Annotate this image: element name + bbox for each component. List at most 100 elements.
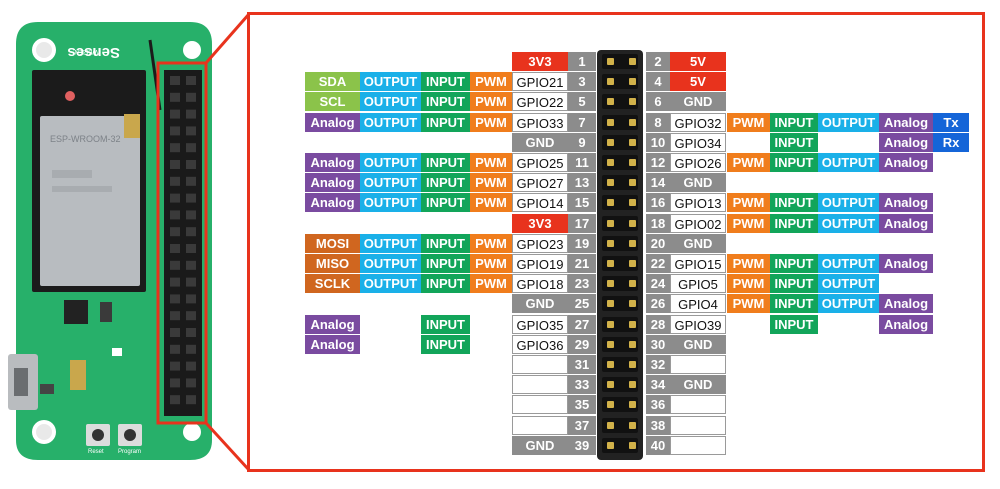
header-pin xyxy=(629,280,636,288)
pin-7-analog-tag: Analog xyxy=(305,112,360,132)
brand-logo: Senses xyxy=(67,44,120,61)
chip-ic xyxy=(64,300,88,324)
board-header-pin xyxy=(186,260,196,270)
header-pin xyxy=(607,421,614,429)
pin-number-6: 6 xyxy=(646,92,670,112)
board-header-pin xyxy=(170,126,180,136)
pin-11-input-tag: INPUT xyxy=(421,153,470,172)
header-pin xyxy=(629,441,636,449)
board-header-pin xyxy=(186,227,196,237)
pin-19-input-tag: INPUT xyxy=(421,233,470,253)
pin-12-pwm-tag: PWM xyxy=(727,153,770,172)
header-slot xyxy=(602,114,638,130)
pin-18-output-tag: OUTPUT xyxy=(818,213,879,233)
board-header-pin xyxy=(186,361,196,371)
pin-number-23: 23 xyxy=(568,274,596,294)
pin-16-input-tag: INPUT xyxy=(770,193,818,213)
header-pin xyxy=(629,300,636,308)
pin-label-6: GND xyxy=(670,92,726,112)
pin-number-39: 39 xyxy=(568,435,596,455)
program-label: Program xyxy=(118,449,141,455)
pin-number-9: 9 xyxy=(568,132,596,152)
header-slot xyxy=(602,54,638,69)
pin-5-scl-tag: SCL xyxy=(305,92,360,112)
header-slot xyxy=(602,296,638,312)
header-pin xyxy=(629,98,636,106)
pin-number-12: 12 xyxy=(646,153,670,172)
pin-label-40 xyxy=(670,435,726,455)
board-header-pin xyxy=(170,244,180,253)
board-header-pin xyxy=(186,311,196,321)
program-button-cap xyxy=(124,429,136,441)
board-header-pin xyxy=(186,92,196,102)
board-header-pin xyxy=(170,92,180,102)
header-pin xyxy=(629,199,636,207)
board-header-pin xyxy=(170,193,180,203)
pin-8-pwm-tag: PWM xyxy=(727,112,770,132)
header-pin xyxy=(607,361,614,368)
pin-label-38 xyxy=(670,415,726,435)
pin-number-31: 31 xyxy=(568,355,596,374)
pin-7-pwm-tag: PWM xyxy=(470,112,512,132)
header-slot xyxy=(602,276,638,292)
pin-24-pwm-tag: PWM xyxy=(727,274,770,294)
pin-19-mosi-tag: MOSI xyxy=(305,233,360,253)
pin-number-21: 21 xyxy=(568,254,596,273)
header-slot xyxy=(602,316,638,332)
pin-7-output-tag: OUTPUT xyxy=(360,112,421,132)
pin-number-18: 18 xyxy=(646,213,670,233)
pin-label-9: GND xyxy=(512,132,568,152)
pin-3-sda-tag: SDA xyxy=(305,72,360,92)
header-pin xyxy=(607,340,614,348)
pin-label-1: 3V3 xyxy=(512,52,568,71)
module-marking: ESP-WROOM-32 xyxy=(50,134,121,144)
pin-10-analog-tag: Analog xyxy=(879,132,933,152)
header-pin xyxy=(607,239,614,247)
pin-number-4: 4 xyxy=(646,72,670,92)
header-pin xyxy=(607,78,614,86)
pin-11-pwm-tag: PWM xyxy=(470,153,512,172)
usb-port-inner xyxy=(14,368,28,396)
pin-label-22: GPIO15 xyxy=(670,254,726,273)
header-pin xyxy=(629,138,636,146)
pin-3-input-tag: INPUT xyxy=(421,72,470,92)
header-slot xyxy=(602,175,638,191)
pin-24-output-tag: OUTPUT xyxy=(818,274,879,294)
pin-3-pwm-tag: PWM xyxy=(470,72,512,92)
brand-sub-logo: WEIZEN xyxy=(75,48,98,54)
pin-label-15: GPIO14 xyxy=(512,193,568,213)
pin-15-input-tag: INPUT xyxy=(421,193,470,213)
pin-number-7: 7 xyxy=(568,112,596,132)
pin-number-32: 32 xyxy=(646,355,670,374)
pin-label-24: GPIO5 xyxy=(670,274,726,294)
board-header-pin xyxy=(170,227,180,237)
header-slot xyxy=(602,134,638,150)
header-pin xyxy=(607,280,614,288)
header-pin xyxy=(607,260,614,267)
pin-label-29: GPIO36 xyxy=(512,334,568,354)
reset-button-cap xyxy=(92,429,104,441)
board-header-pin xyxy=(170,277,180,287)
header-slot xyxy=(602,155,638,170)
header-pin xyxy=(607,320,614,328)
board-header-pin xyxy=(186,344,196,354)
pin-24-input-tag: INPUT xyxy=(770,274,818,294)
pin-label-17: 3V3 xyxy=(512,213,568,233)
pin-28-analog-tag: Analog xyxy=(879,314,933,334)
header-pin xyxy=(607,219,614,227)
header-pin xyxy=(629,118,636,126)
header-pin xyxy=(629,320,636,328)
header-pin xyxy=(607,381,614,389)
pin-number-2: 2 xyxy=(646,52,670,71)
board-header-pin xyxy=(170,76,180,85)
board-header-pin xyxy=(186,126,196,136)
board-header-pin xyxy=(170,260,180,270)
board-header-pin xyxy=(186,76,196,85)
pin-number-22: 22 xyxy=(646,254,670,273)
header-pin xyxy=(607,199,614,207)
pin-number-13: 13 xyxy=(568,173,596,193)
pin-label-11: GPIO25 xyxy=(512,153,568,172)
pin-label-26: GPIO4 xyxy=(670,294,726,314)
board-header-pin xyxy=(186,193,196,203)
board-header-pin xyxy=(186,109,196,119)
